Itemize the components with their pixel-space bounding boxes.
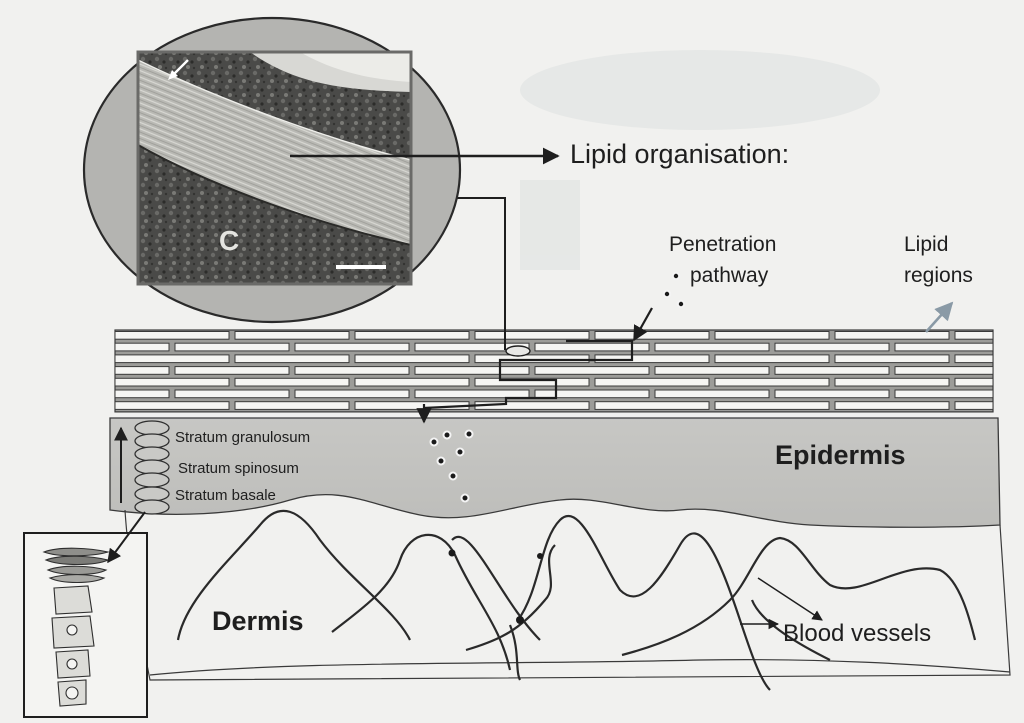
corneocyte-brick [594,377,710,387]
label-stratum-basale: Stratum basale [175,487,276,504]
dermis-outline [124,509,1011,681]
vessel-dots [448,549,543,624]
label-stratum-granulosum: Stratum granulosum [175,429,310,446]
corneocyte-brick [954,401,994,410]
cell-inset-drawing [42,547,111,707]
corneocyte-brick [774,389,890,399]
corneocyte-brick [834,377,950,387]
corneocyte-brick [234,331,350,340]
corneocyte-brick [654,389,770,399]
inset-arrow [107,511,146,564]
lipid-ellipse-marker [505,345,531,357]
label-lipid-regions-line1: Lipid [904,233,948,256]
lipid-regions-arrow [925,301,954,333]
penetration-pathway-line [423,339,634,410]
corneocyte-brick [234,354,350,364]
corneocyte-brick [534,342,650,352]
corneocyte-brick [354,354,470,364]
corneocyte-brick [954,331,994,340]
corneocyte-brick [234,377,350,387]
corneocyte-brick [654,342,770,352]
label-lipid-regions-line2: regions [904,264,973,287]
corneocyte-brick [114,401,230,410]
corneocyte-brick [174,342,290,352]
corneocyte-brick [534,389,650,399]
corneocyte-brick [114,377,230,387]
corneocyte-brick [354,377,470,387]
label-dermis: Dermis [212,606,304,636]
corneocyte-brick [114,354,230,364]
epidermis-band [109,417,1001,528]
corneocyte-brick [834,331,950,340]
corneocyte-brick [714,331,830,340]
label-blood-vessels: Blood vessels [783,620,931,647]
corneocyte-brick [474,377,590,387]
micrograph-scale-bar [336,265,386,269]
label-epidermis: Epidermis [775,440,906,470]
corneocyte-brick [714,401,830,410]
micrograph-letter: C [219,225,239,256]
label-penetration-line2: pathway [690,264,769,287]
micrograph-frame [136,50,413,286]
corneocyte-brick [294,342,410,352]
blood-vessel-pointer [757,577,823,621]
corneocyte-brick [714,377,830,387]
label-penetration-line1: Penetration [669,233,776,256]
corneocyte-brick [114,331,230,340]
corneocyte-brick [174,389,290,399]
blood-vessel-curves [176,509,977,691]
corneocyte-brick [174,366,290,375]
micrograph-image [138,52,411,284]
corneocyte-brick [774,366,890,375]
corneocyte-brick [834,354,950,364]
corneocyte-brick [714,354,830,364]
corneocyte-brick [114,342,170,352]
label-stratum-spinosum: Stratum spinosum [178,460,299,477]
corneocyte-brick [954,354,994,364]
corneocyte-brick [234,401,350,410]
stratum-corneum-bricks [114,329,994,413]
corneocyte-brick [894,389,994,399]
corneocyte-brick [774,342,890,352]
corneocyte-brick [894,366,994,375]
corneocyte-brick [534,366,650,375]
corneocyte-brick [294,366,410,375]
corneocyte-brick [474,331,590,340]
corneocyte-brick [294,389,410,399]
molecule-dots [429,271,686,503]
label-lipid-organisation: Lipid organisation: [570,139,789,169]
corneocyte-brick [354,331,470,340]
epidermis-cell-stack [134,420,170,515]
corneocyte-brick [414,389,530,399]
dermis-bottom-curve [149,659,1011,676]
corneocyte-brick [834,401,950,410]
corneocyte-brick [114,366,170,375]
penetration-arrow-in [633,307,653,342]
corneocyte-brick [414,366,530,375]
corneocyte-brick [114,389,170,399]
corneocyte-brick [654,366,770,375]
background-ghost [520,50,880,270]
corneocyte-brick [414,342,530,352]
corneocyte-brick [594,354,710,364]
corneocyte-brick [954,377,994,387]
corneocyte-brick [594,401,710,410]
corneocyte-brick [474,354,590,364]
corneocyte-brick [594,331,710,340]
corneocyte-brick [894,342,994,352]
